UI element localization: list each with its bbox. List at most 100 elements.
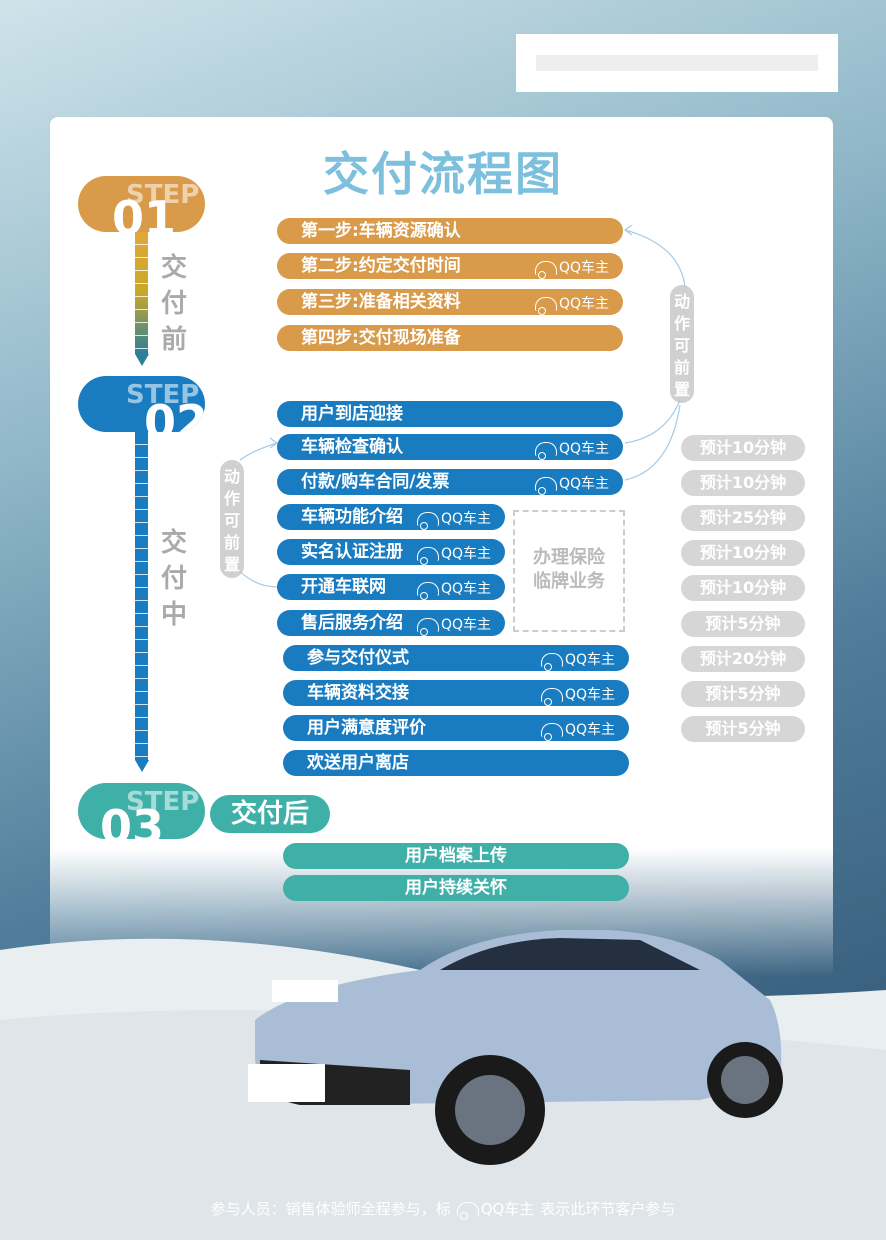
time-estimate-pill: 预计25分钟: [681, 505, 805, 531]
side-note-prepare-ahead: 动作可前置: [670, 285, 694, 403]
redacted-label: [248, 1064, 325, 1102]
stage-1-label: 交付前: [160, 253, 187, 355]
qq-badge: QQ车主: [540, 647, 615, 673]
qq-badge: QQ车主: [534, 471, 609, 497]
stage-2-step: 实名认证注册 QQ车主: [277, 539, 505, 565]
time-estimate-pill: 预计10分钟: [681, 575, 805, 601]
qq-badge: QQ车主: [534, 255, 609, 281]
qq-car-icon: [540, 653, 563, 671]
insurance-box-line: 办理保险: [533, 547, 605, 568]
stage-2-step: 售后服务介绍 QQ车主: [277, 610, 505, 636]
row-text: 售后服务介绍: [301, 613, 403, 633]
side-note-prepare-ahead: 动作可前置: [220, 460, 244, 578]
arrow-down-icon: [134, 760, 149, 772]
stage-2-timeline: [135, 432, 148, 760]
stage-2-step: 欢送用户离店: [283, 750, 629, 776]
badge-text: QQ车主: [558, 476, 609, 492]
time-estimate-pill: 预计10分钟: [681, 540, 805, 566]
time-estimate-pill: 预计5分钟: [681, 716, 805, 742]
row-text: 参与交付仪式: [307, 648, 409, 668]
qq-badge: QQ车主: [456, 1198, 535, 1220]
side-note-text: 动作可前置: [673, 292, 690, 399]
badge-text: QQ车主: [558, 296, 609, 312]
stage-1-step: 第三步:准备相关资料 QQ车主: [277, 289, 623, 315]
badge-text: QQ车主: [558, 441, 609, 457]
row-text: 车辆功能介绍: [301, 507, 403, 527]
row-text: 付款/购车合同/发票: [301, 472, 450, 492]
stage-3-label: 交付后: [210, 795, 330, 833]
row-text: 用户满意度评价: [307, 718, 426, 738]
insurance-box-line: 临牌业务: [533, 571, 605, 592]
row-text: 用户持续关怀: [405, 878, 507, 898]
badge-text: QQ车主: [440, 511, 491, 527]
qq-car-icon: [534, 442, 557, 460]
qq-car-icon: [534, 261, 557, 279]
row-text: 第四步:交付现场准备: [301, 328, 461, 348]
redacted-header-box: [516, 34, 838, 92]
step-word: STEP: [126, 180, 200, 210]
stage-2-step: 参与交付仪式 QQ车主: [283, 645, 629, 671]
qq-badge: QQ车主: [540, 717, 615, 743]
stage-2-step: 付款/购车合同/发票 QQ车主: [277, 469, 623, 495]
insurance-box: 办理保险 临牌业务: [513, 510, 625, 632]
badge-text: QQ车主: [564, 652, 615, 668]
qq-car-icon: [540, 688, 563, 706]
qq-car-icon: [416, 582, 439, 600]
qq-car-icon: [540, 723, 563, 741]
step-03-badge: STEP 03: [78, 783, 205, 839]
stage-2-step: 车辆资料交接 QQ车主: [283, 680, 629, 706]
step-02-badge: STEP 02: [78, 376, 205, 432]
time-estimate-pill: 预计5分钟: [681, 611, 805, 637]
qq-badge: QQ车主: [416, 576, 491, 602]
qq-car-icon: [416, 512, 439, 530]
stage-1-timeline: [135, 232, 148, 354]
footer-text-before: 参与人员：销售体验师全程参与，标: [210, 1200, 451, 1218]
stage-1-step: 第一步:车辆资源确认: [277, 218, 623, 244]
qq-car-icon: [534, 297, 557, 315]
badge-text: QQ车主: [480, 1200, 535, 1218]
car-scene: [0, 930, 886, 1240]
footer-note: 参与人员：销售体验师全程参与，标 QQ车主 表示此环节客户参与: [0, 1198, 886, 1220]
stage-2-label: 交付中: [160, 528, 187, 630]
stage-3-step: 用户持续关怀: [283, 875, 629, 901]
page-title: 交付流程图: [323, 147, 563, 201]
time-estimate-pill: 预计5分钟: [681, 681, 805, 707]
row-text: 车辆检查确认: [301, 437, 403, 457]
row-text: 用户档案上传: [405, 846, 507, 866]
row-text: 车辆资料交接: [307, 683, 409, 703]
qq-car-icon: [416, 618, 439, 636]
qq-badge: QQ车主: [540, 682, 615, 708]
stage-2-step: 车辆功能介绍 QQ车主: [277, 504, 505, 530]
time-estimate-pill: 预计20分钟: [681, 646, 805, 672]
badge-text: QQ车主: [564, 687, 615, 703]
row-text: 实名认证注册: [301, 542, 403, 562]
stage-3-step: 用户档案上传: [283, 843, 629, 869]
qq-badge: QQ车主: [534, 436, 609, 462]
step-number: 02: [144, 395, 205, 432]
qq-badge: QQ车主: [416, 506, 491, 532]
row-text: 欢送用户离店: [307, 753, 409, 773]
badge-text: QQ车主: [440, 546, 491, 562]
badge-text: QQ车主: [564, 722, 615, 738]
stage-2-step: 车辆检查确认 QQ车主: [277, 434, 623, 460]
qq-badge: QQ车主: [416, 541, 491, 567]
badge-text: QQ车主: [558, 260, 609, 276]
qq-car-icon: [534, 477, 557, 495]
row-text: 第三步:准备相关资料: [301, 292, 461, 312]
step-word: STEP: [126, 787, 200, 817]
footer-text-after: 表示此环节客户参与: [540, 1200, 676, 1218]
connector-arrows: [240, 225, 686, 588]
side-note-text: 动作可前置: [223, 467, 240, 574]
step-01-badge: STEP 01: [78, 176, 205, 232]
badge-text: QQ车主: [440, 581, 491, 597]
badge-text: QQ车主: [440, 617, 491, 633]
qq-car-icon: [456, 1201, 479, 1220]
qq-badge: QQ车主: [416, 612, 491, 638]
step-number: 03: [100, 800, 165, 839]
qq-car-icon: [416, 547, 439, 565]
stage-1-step: 第四步:交付现场准备: [277, 325, 623, 351]
row-text: 第二步:约定交付时间: [301, 256, 461, 276]
step-number: 01: [112, 191, 177, 232]
row-text: 第一步:车辆资源确认: [301, 221, 461, 241]
